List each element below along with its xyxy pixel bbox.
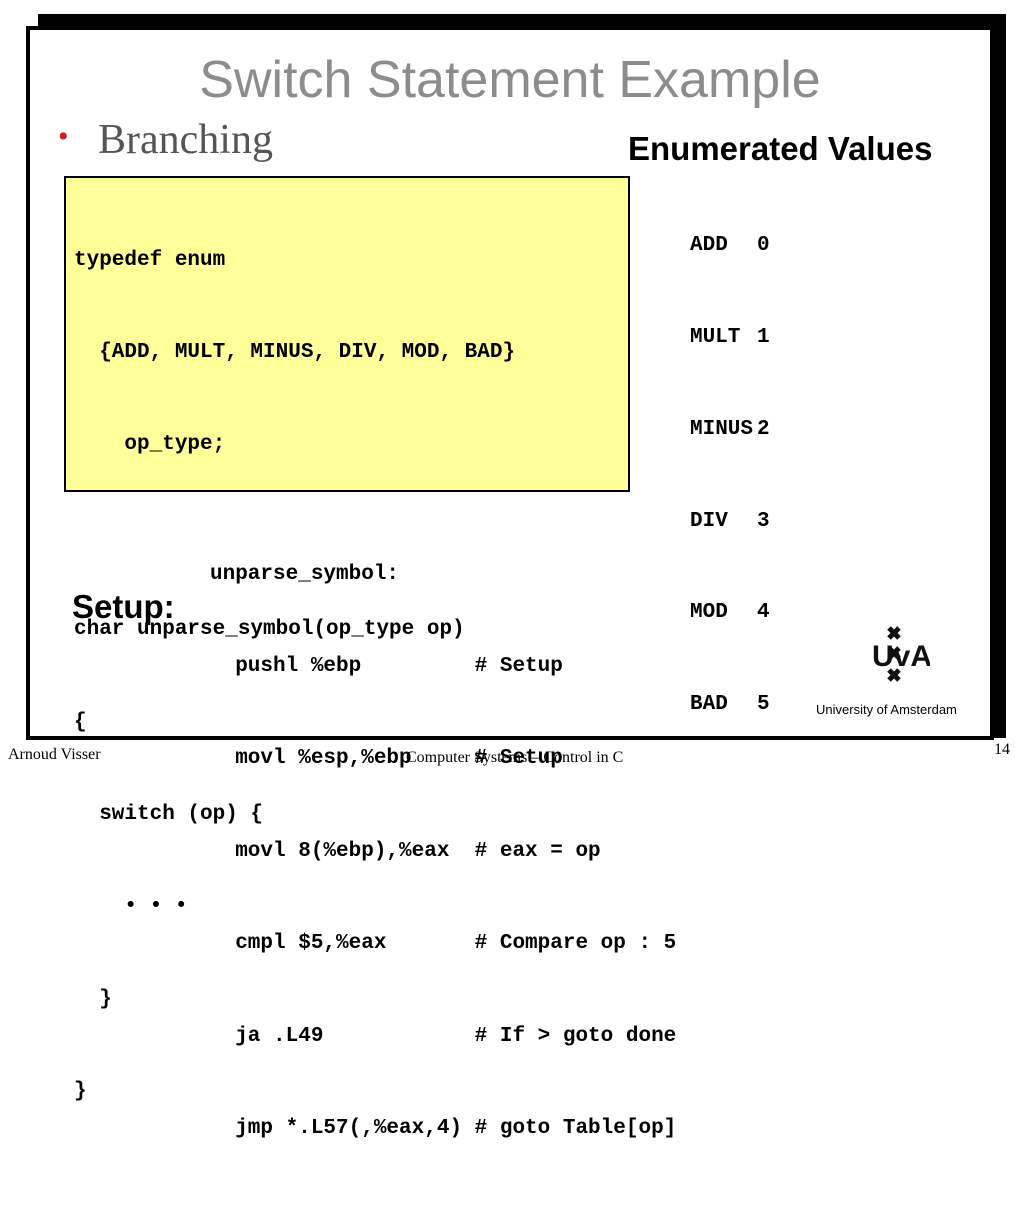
c-code: typedef enum {ADD, MULT, MINUS, DIV, MOD… (74, 184, 515, 1170)
university-crosses-logo-icon: UvA (872, 626, 930, 682)
enum-name: DIV (690, 509, 754, 533)
code-line: op_type; (74, 433, 226, 457)
enum-row: MULT 1 (690, 323, 770, 354)
university-name: University of Amsterdam (816, 702, 957, 717)
enum-name: ADD (690, 234, 754, 258)
bullet-icon: • (58, 120, 69, 153)
enum-name: BAD (690, 693, 754, 717)
enum-name: MOD (690, 601, 754, 625)
footer-course: Computer Systems – Control in C (406, 749, 624, 766)
page-number: 14 (994, 741, 1010, 758)
code-line: {ADD, MULT, MINUS, DIV, MOD, BAD} (74, 340, 516, 364)
c-code-box: typedef enum {ADD, MULT, MINUS, DIV, MOD… (64, 176, 630, 1103)
enum-name: MINUS (690, 417, 754, 441)
enum-value: 2 (757, 417, 770, 441)
enum-heading: Enumerated Values (628, 130, 933, 167)
footer-author: Arnoud Visser (8, 746, 101, 763)
code-line: { (74, 710, 87, 734)
asm-line: movl 8(%ebp),%eax # eax = op (210, 839, 601, 863)
enum-value: 4 (757, 601, 770, 625)
asm-line: movl %esp,%ebp # Setup (210, 747, 563, 771)
enum-value: 1 (757, 325, 770, 349)
enum-value: 3 (757, 509, 770, 533)
asm-line: ja .L49 # If > goto done (210, 1024, 677, 1048)
asm-line: jmp *.L57(,%eax,4) # goto Table[op] (210, 1116, 677, 1140)
code-line: char unparse_symbol(op_type op) (74, 618, 465, 642)
slide-title: Switch Statement Example (199, 51, 821, 109)
enum-row: BAD 5 (690, 690, 770, 721)
code-line: typedef enum (74, 248, 226, 272)
slide-content: Switch Statement Example • Branching Enu… (30, 30, 990, 1140)
enum-name: MULT (690, 325, 754, 349)
enum-value: 0 (757, 234, 770, 258)
asm-line: unparse_symbol: (210, 562, 400, 586)
bullet-text: Branching (98, 117, 273, 163)
enum-row: DIV 3 (690, 507, 770, 538)
enum-row: MOD 4 (690, 598, 770, 629)
asm-line: cmpl $5,%eax # Compare op : 5 (210, 932, 677, 956)
slide: Switch Statement Example • Branching Enu… (26, 26, 994, 1140)
enum-value: 5 (757, 693, 770, 717)
assembly-code: unparse_symbol: pushl %ebp # Setup movl … (210, 498, 676, 1206)
asm-line: pushl %ebp # Setup (210, 654, 563, 678)
enum-row: ADD 0 (690, 231, 770, 262)
logo-text: UvA (872, 640, 930, 673)
setup-label: Setup: (72, 588, 175, 625)
